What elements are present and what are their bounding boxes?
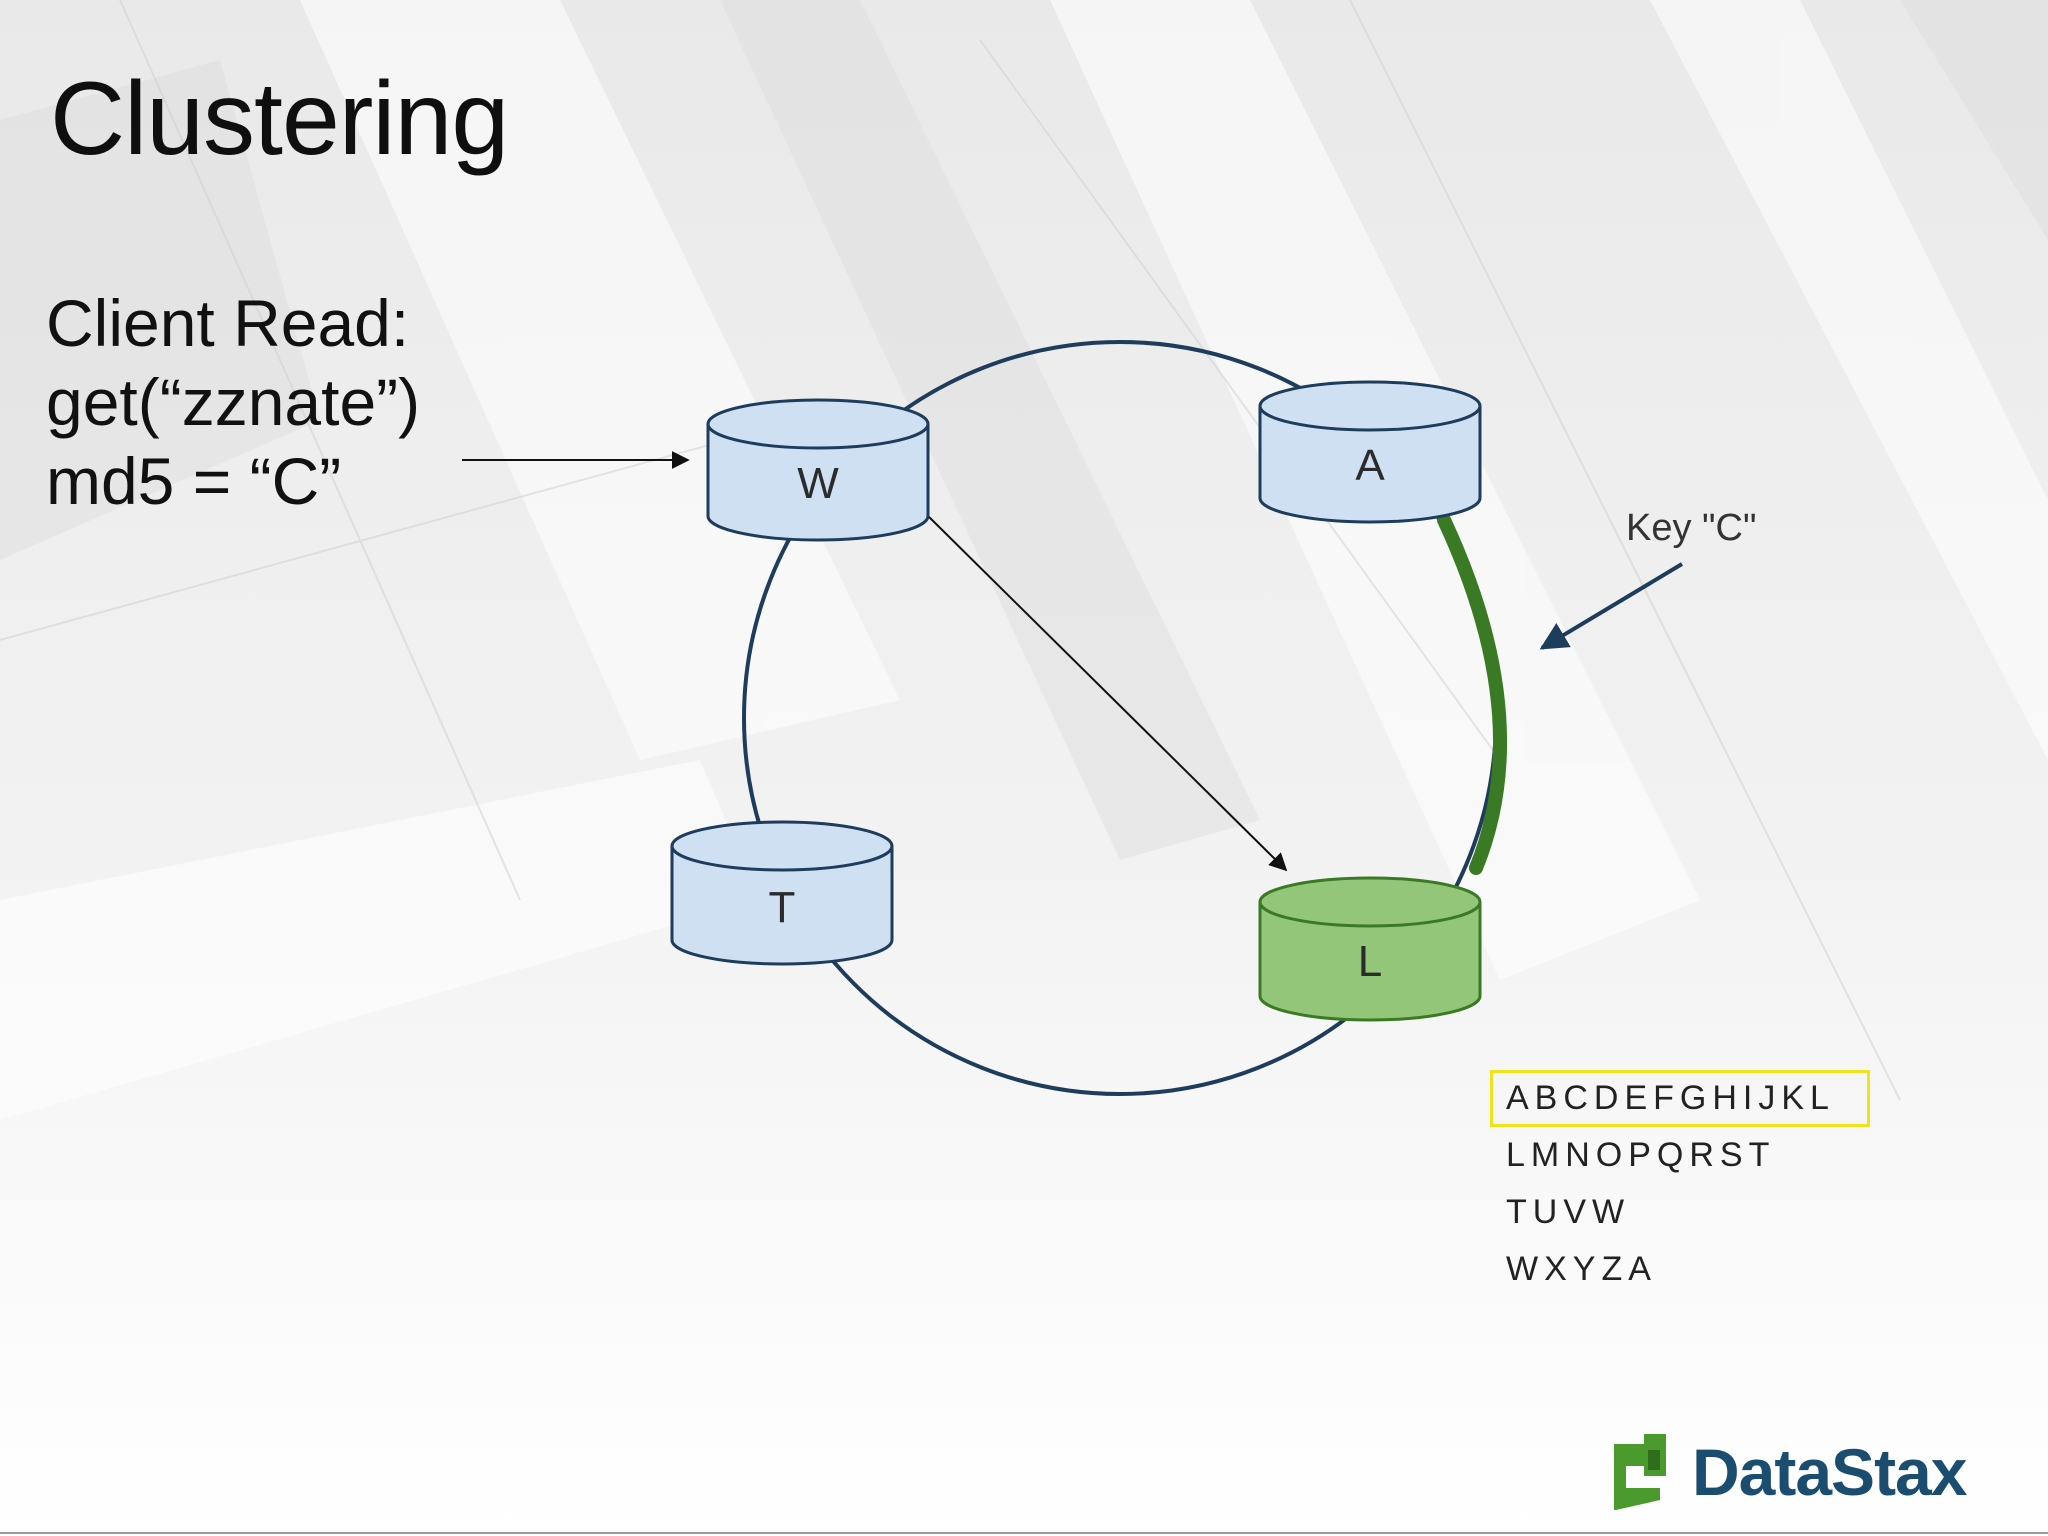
client-read-text: Client Read: get(“zznate”) md5 = “C” (46, 284, 420, 521)
key-pointer-arrow (1539, 562, 1684, 650)
key-c-label: Key "C" (1626, 507, 1756, 549)
node-w[interactable]: W (706, 398, 930, 542)
bottom-divider (0, 1532, 2048, 1534)
datastax-logo-text: DataStax (1692, 1435, 1967, 1509)
range-row: LMNOPQRST (1506, 1136, 1776, 1174)
token-range-list: ABCDEFGHIJKL LMNOPQRST TUVW WXYZA (1490, 1070, 1870, 1298)
node-l-label: L (1358, 937, 1382, 986)
node-t-label: T (769, 883, 796, 932)
range-row: TUVW (1506, 1193, 1631, 1231)
node-l[interactable]: L (1258, 876, 1482, 1022)
token-range-arc (1437, 513, 1507, 875)
node-t[interactable]: T (670, 820, 894, 966)
coordinator-forward-arrow (923, 511, 1288, 872)
datastax-logo: DataStax (1604, 1432, 1967, 1512)
node-a[interactable]: A (1258, 380, 1482, 524)
range-row-highlighted: ABCDEFGHIJKL (1490, 1070, 1870, 1127)
datastax-logo-icon (1614, 1434, 1666, 1510)
client-read-label: Client Read: (46, 286, 410, 360)
client-md5-value: md5 = “C” (46, 444, 342, 518)
slide-title: Clustering (50, 61, 509, 177)
range-row: WXYZA (1506, 1250, 1657, 1288)
node-w-label: W (797, 459, 839, 508)
node-a-label: A (1355, 441, 1385, 490)
client-get-call: get(“zznate”) (46, 365, 421, 439)
